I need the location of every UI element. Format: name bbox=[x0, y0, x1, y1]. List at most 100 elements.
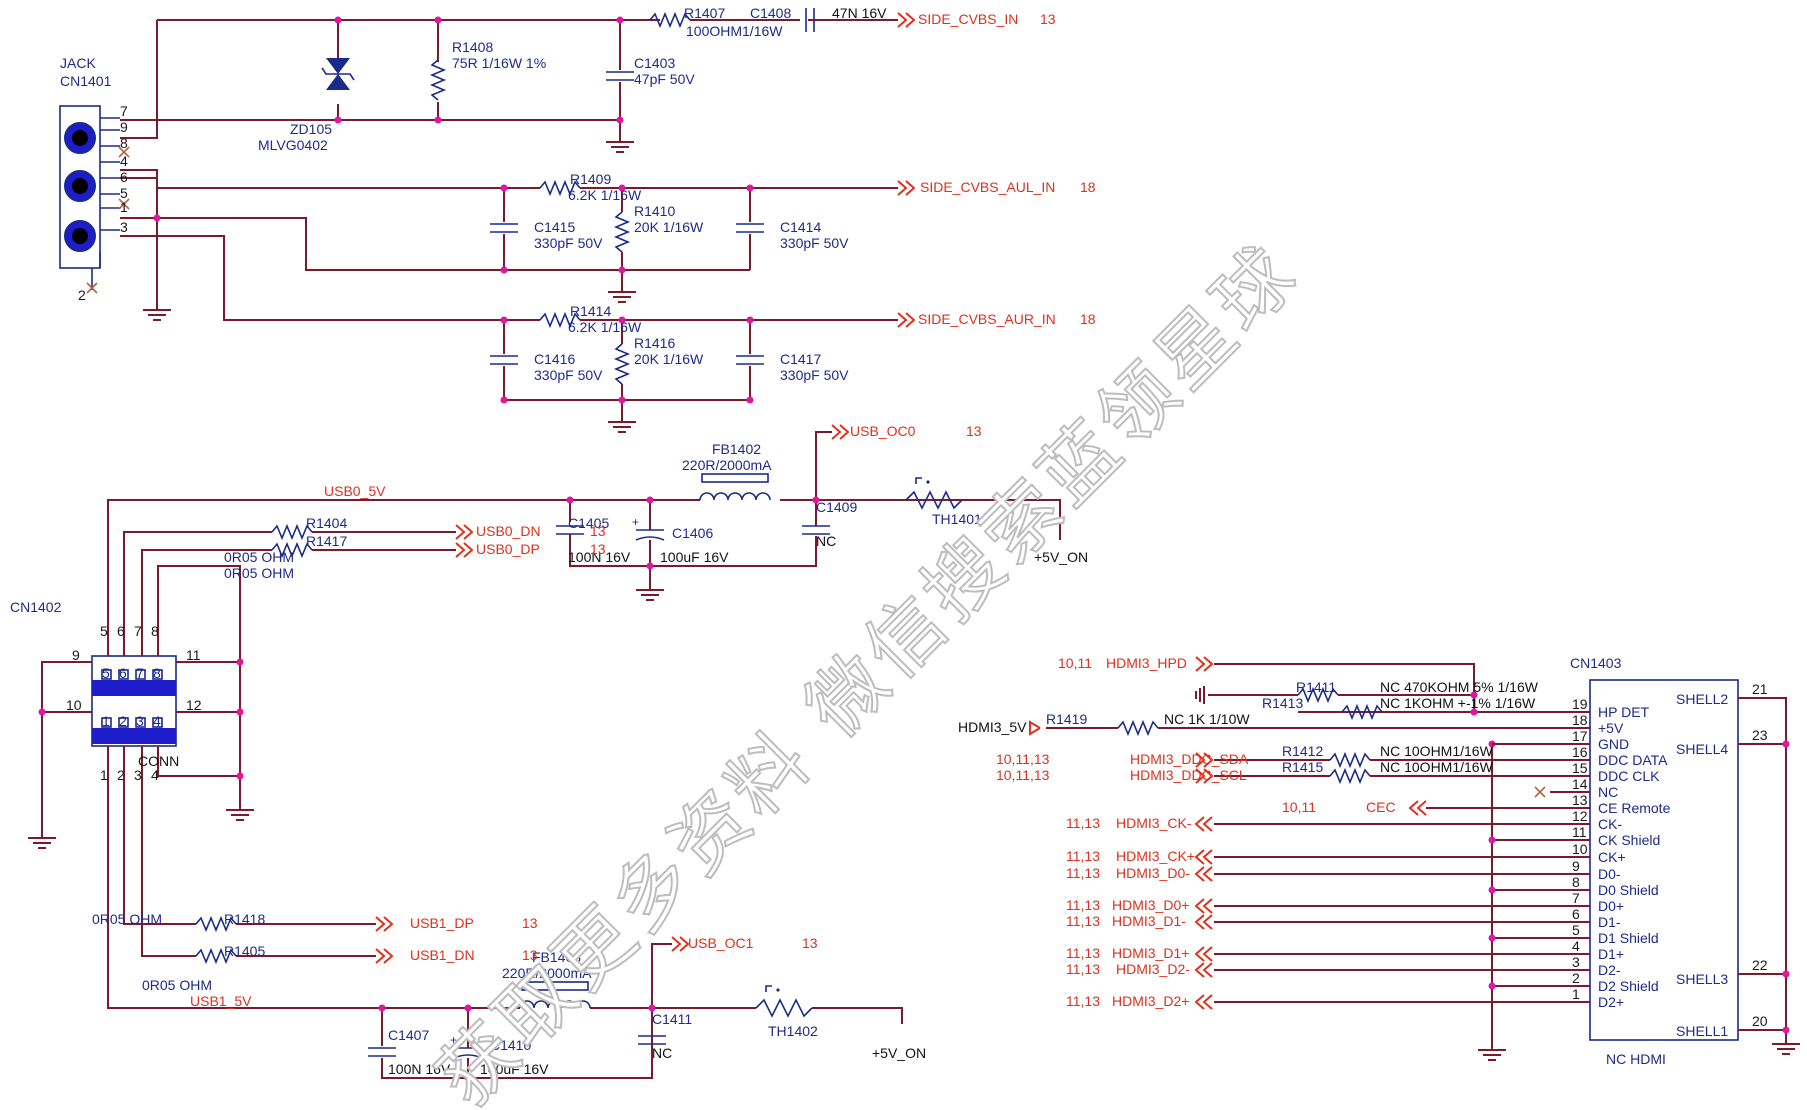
zd105-label: ZD105 bbox=[290, 121, 332, 137]
hdmi-pin-num-15: 15 bbox=[1572, 760, 1588, 776]
r1407-value: 100OHM1/16W bbox=[686, 23, 783, 39]
jack-pin-2: 8 bbox=[120, 135, 128, 151]
offpage-ref-3: 13 bbox=[966, 423, 982, 439]
offpage-net-usb0_dn: USB0_DN bbox=[476, 523, 541, 539]
usb-top-pad-8: 8 bbox=[153, 665, 161, 681]
cvbs-video-section bbox=[120, 8, 915, 153]
hdmi-pin-num-2: 2 bbox=[1572, 970, 1580, 986]
fb1403-label: FB1403 bbox=[532, 949, 581, 965]
hdmi-pin-num-14: 14 bbox=[1572, 776, 1588, 792]
offpage-ref-4: 13 bbox=[590, 523, 606, 539]
hdmi-net-hdmi3_ddc_scl: HDMI3_DDC_SCL bbox=[1130, 767, 1247, 783]
jack-pin-0: 7 bbox=[120, 103, 128, 119]
hdmi-net-ref-1: 10,11,13 bbox=[996, 751, 1050, 767]
hdmi-pin-num-16: 16 bbox=[1572, 744, 1588, 760]
thermistor-th1402 bbox=[755, 985, 813, 1017]
hdmi-pin-name-10: CK+ bbox=[1598, 849, 1626, 865]
r1407-label: R1407 bbox=[684, 5, 725, 21]
hdmi-pin-name-5: D1 Shield bbox=[1598, 930, 1659, 946]
hdmi-pin-num-5: 5 bbox=[1572, 922, 1580, 938]
hdmi-pin-name-4: D1+ bbox=[1598, 946, 1624, 962]
nc-hdmi-label: NC HDMI bbox=[1606, 1051, 1666, 1067]
c1415-label: C1415 bbox=[534, 219, 575, 235]
c1405-label: C1405 bbox=[568, 515, 609, 531]
usb-bottom-pad-1: 1 bbox=[102, 713, 110, 729]
shell3-label: SHELL3 bbox=[1676, 971, 1728, 987]
c1409-value: NC bbox=[816, 533, 836, 549]
offpage-ref-2: 18 bbox=[1080, 311, 1096, 327]
r1418-label: R1418 bbox=[224, 911, 265, 927]
jack-title: JACK bbox=[60, 55, 96, 71]
shell2-label: SHELL2 bbox=[1676, 691, 1728, 707]
usb-bottom-pin-3: 3 bbox=[134, 767, 142, 783]
r1408-value: 75R 1/16W 1% bbox=[452, 55, 546, 71]
hdmi3-5v-label: HDMI3_5V bbox=[958, 719, 1027, 735]
cn1402-label: CN1402 bbox=[10, 599, 62, 615]
r1410-label: R1410 bbox=[634, 203, 675, 219]
hdmi-pin-num-8: 8 bbox=[1572, 874, 1580, 890]
resistor-r1415 bbox=[1329, 769, 1371, 783]
usb0-5v-label: USB0_5V bbox=[324, 483, 386, 499]
jack-pin-6: 1 bbox=[120, 199, 128, 215]
capacitor-c1414 bbox=[735, 223, 765, 233]
pin-23: 23 bbox=[1752, 727, 1768, 743]
usb-top-pad-6: 6 bbox=[119, 665, 127, 681]
c1407-label: C1407 bbox=[388, 1027, 429, 1043]
hdmi-pin-name-11: CK Shield bbox=[1598, 832, 1660, 848]
hdmi-pin-num-11: 11 bbox=[1572, 824, 1587, 840]
hdmi-net-hdmi3_d1-: HDMI3_D1- bbox=[1112, 913, 1186, 929]
hdmi-net-hdmi3_ddc_sda: HDMI3_DDC_SDA bbox=[1130, 751, 1249, 767]
hdmi-net-ref-7: 11,13 bbox=[1066, 897, 1100, 913]
hdmi-net-ref-5: 11,13 bbox=[1066, 848, 1100, 864]
c1407-value: 100N 16V bbox=[388, 1061, 451, 1077]
capacitor-c1407 bbox=[367, 1047, 397, 1057]
pin-21: 21 bbox=[1752, 681, 1768, 697]
r1412-label: R1412 bbox=[1282, 743, 1323, 759]
th1402-label: TH1402 bbox=[768, 1023, 818, 1039]
hdmi-pin-name-13: CE Remote bbox=[1598, 800, 1671, 816]
usb-bottom-pad-2: 2 bbox=[119, 713, 127, 729]
thermistor-th1401 bbox=[905, 477, 963, 509]
usb-connector-cn1402 bbox=[27, 640, 380, 1009]
resistor-r1412 bbox=[1329, 753, 1371, 767]
usb-top-pad-7: 7 bbox=[136, 665, 144, 681]
hdmi-pin-name-18: +5V bbox=[1598, 720, 1624, 736]
usb1-5v-label: USB1_5V bbox=[190, 993, 252, 1009]
r1416-value: 20K 1/16W bbox=[634, 351, 704, 367]
jack-pin-5: 5 bbox=[120, 185, 128, 201]
pin-20: 20 bbox=[1752, 1013, 1768, 1029]
jack-cn1401 bbox=[59, 105, 130, 294]
offpage-net-side_cvbs_aur_in: SIDE_CVBS_AUR_IN bbox=[918, 311, 1056, 327]
offpage-ref-8: 13 bbox=[802, 935, 818, 951]
zener-diode-zd105 bbox=[321, 58, 355, 90]
capacitor-c1406 bbox=[631, 514, 665, 541]
hdmi-pin-num-12: 12 bbox=[1572, 808, 1588, 824]
c1414-label: C1414 bbox=[780, 219, 821, 235]
hdmi-net-hdmi3_d2+: HDMI3_D2+ bbox=[1112, 993, 1189, 1009]
c1405-value: 100N 16V bbox=[568, 549, 631, 565]
usb-bottom-pad-3: 3 bbox=[136, 713, 144, 729]
hdmi-net-ref-2: 10,11,13 bbox=[996, 767, 1050, 783]
jack-pin-1: 9 bbox=[120, 119, 128, 135]
offpage-net-side_cvbs_in: SIDE_CVBS_IN bbox=[918, 11, 1018, 27]
hdmi-pin-name-7: D0+ bbox=[1598, 898, 1624, 914]
c1406-label: C1406 bbox=[672, 525, 713, 541]
capacitor-c1416 bbox=[489, 355, 519, 365]
hdmi-pin-num-19: 19 bbox=[1572, 696, 1588, 712]
hdmi-pin-name-19: HP DET bbox=[1598, 704, 1650, 720]
r1417-label: R1417 bbox=[306, 533, 347, 549]
offpage-net-usb0_dp: USB0_DP bbox=[476, 541, 540, 557]
c1411-value: NC bbox=[652, 1045, 672, 1061]
hdmi-pin-num-7: 7 bbox=[1572, 890, 1580, 906]
hdmi-net-hdmi3_hpd: HDMI3_HPD bbox=[1106, 655, 1187, 671]
hdmi-net-hdmi3_d0+: HDMI3_D0+ bbox=[1112, 897, 1189, 913]
usb-bottom-pin-2: 2 bbox=[117, 767, 125, 783]
resistor-r1419 bbox=[1117, 721, 1159, 735]
usb1-section bbox=[195, 916, 903, 1082]
offpage-ref-0: 13 bbox=[1040, 11, 1056, 27]
usb-top-pin-7: 7 bbox=[134, 623, 142, 639]
